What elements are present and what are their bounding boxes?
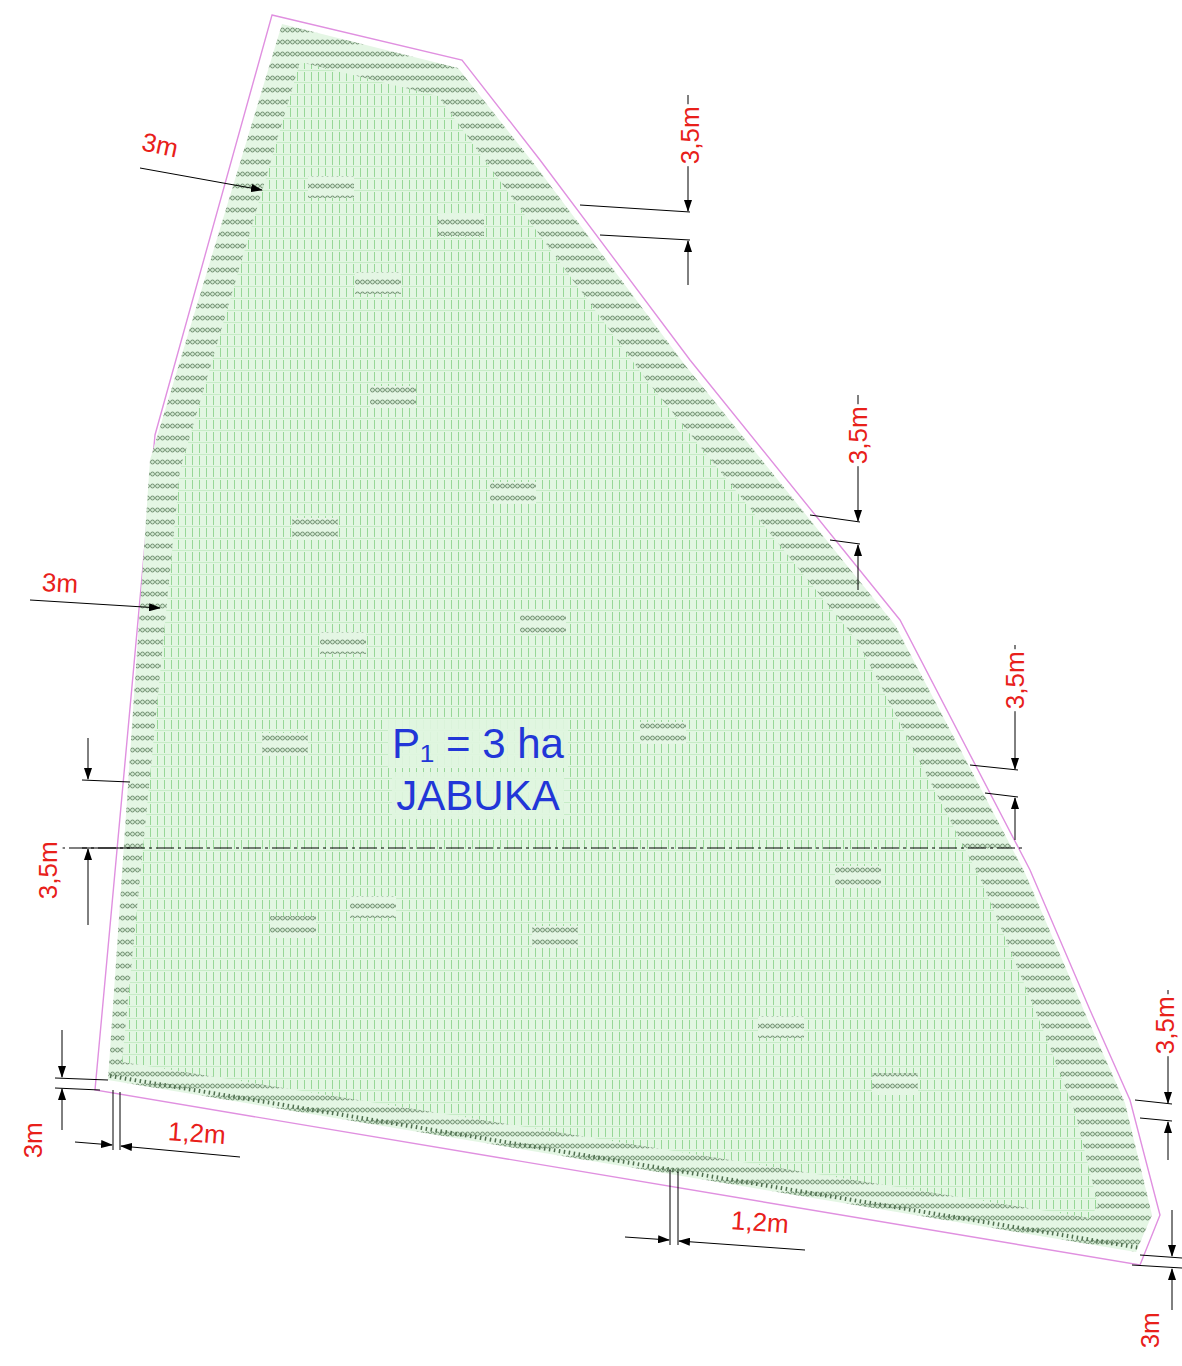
tree-row-bottom <box>110 1076 1140 1248</box>
dimension-label: 3m <box>19 1120 48 1160</box>
section-line <box>40 847 1025 848</box>
dimension-label: 3,5m <box>1001 649 1030 711</box>
field-area: P₁ = 3 ha JABUKA <box>388 718 568 823</box>
dimension-label: 3m <box>137 127 182 163</box>
dimension-lines <box>30 95 1182 1310</box>
dimension-label: 1,2m <box>728 1206 792 1239</box>
dimension-label: 1,2m <box>165 1117 229 1150</box>
orchard-grid <box>122 62 1098 1218</box>
dimension-label: 3m <box>1136 1310 1165 1350</box>
tree-clusters <box>262 176 918 1095</box>
parcel-outline <box>95 15 1160 1265</box>
crop-label: JABUKA <box>392 772 563 819</box>
dimension-label: 3,5m <box>844 404 873 466</box>
dimension-label: 3,5m <box>34 839 63 901</box>
dimension-label: 3,5m <box>1151 994 1180 1056</box>
dimension-label: 3m <box>39 568 81 599</box>
tree-rows <box>108 24 1152 1252</box>
area-label: P₁ = 3 ha <box>388 720 568 767</box>
dimension-label: 3,5m <box>676 104 705 166</box>
